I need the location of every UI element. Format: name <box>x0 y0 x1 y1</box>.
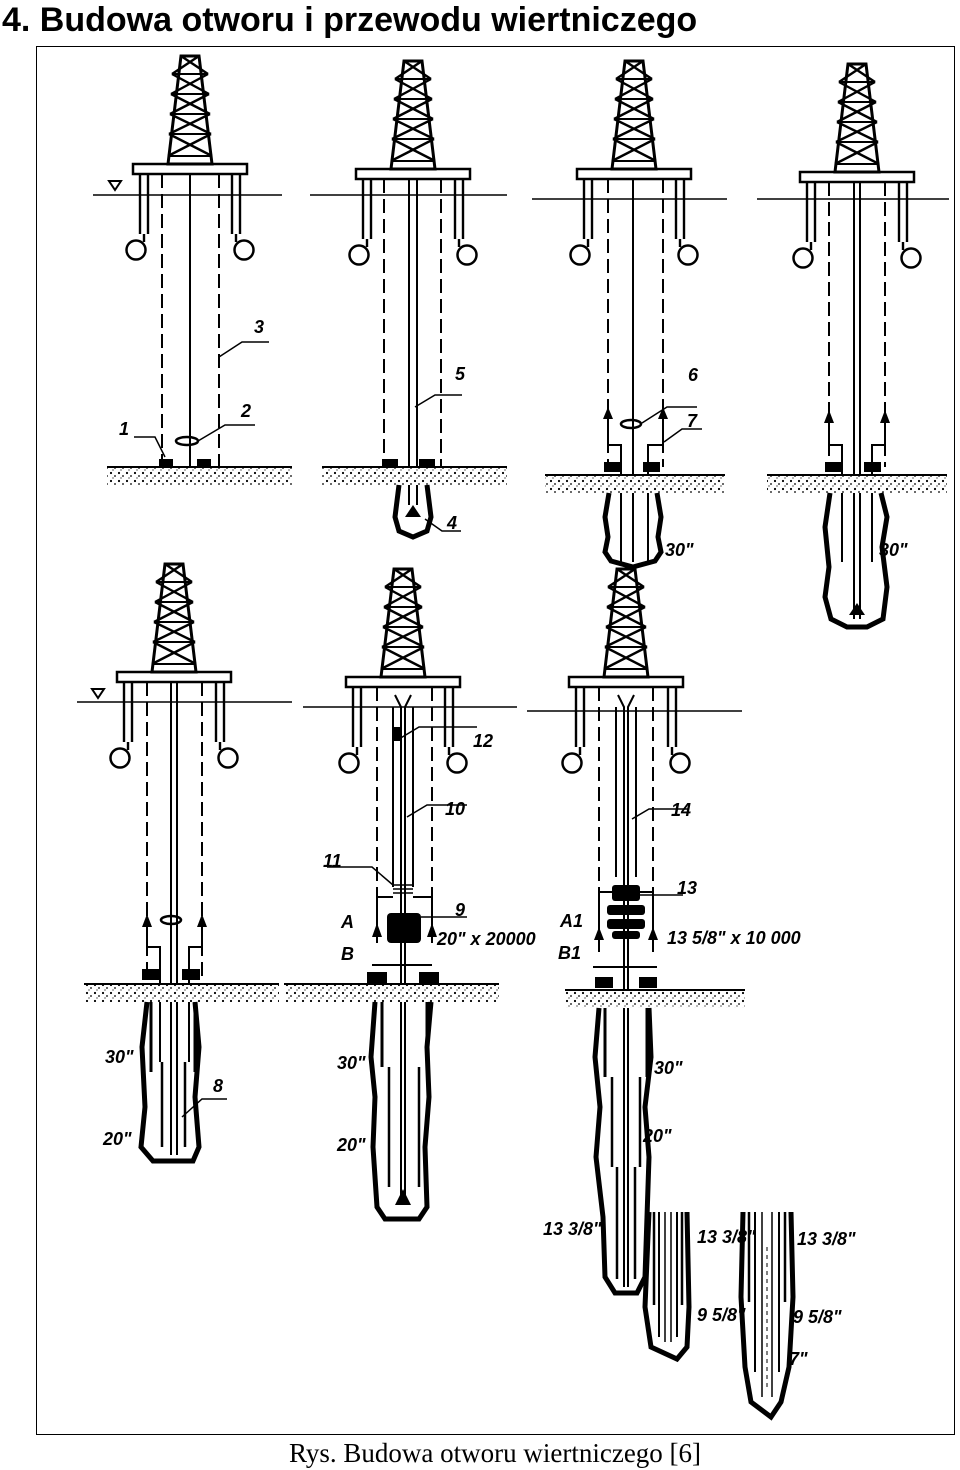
drilling-stages-diagram: 1 2 3 4 5 6 7 8 9 10 11 12 13 14 A B A1 … <box>77 54 949 1421</box>
label-11: 11 <box>323 851 342 871</box>
stage-6 <box>284 567 517 1222</box>
stage-1 <box>93 54 292 485</box>
label-casing-20-stage5: 20" <box>102 1129 132 1149</box>
stage-7 <box>527 567 745 1296</box>
label-8: 8 <box>213 1076 223 1096</box>
label-10: 10 <box>445 799 465 819</box>
label-a: A <box>340 912 354 932</box>
label-casing-20-stage6: 20" <box>336 1135 366 1155</box>
label-bop-13: 13 5/8" x 10 000 <box>667 928 801 948</box>
label-casing-30-stage6: 30" <box>337 1053 366 1073</box>
stage-2 <box>310 59 507 540</box>
label-casing-30-stage7: 30" <box>654 1058 683 1078</box>
page-title: 4. Budowa otworu i przewodu wiertniczego <box>2 1 698 39</box>
label-casing-30-stage4: 30" <box>879 540 908 560</box>
label-4: 4 <box>446 513 457 533</box>
label-casing-9-stage9: 9 5/8" <box>793 1307 842 1327</box>
label-12: 12 <box>473 731 493 751</box>
label-casing-9-stage8: 9 5/8" <box>697 1305 746 1325</box>
label-1: 1 <box>119 419 129 439</box>
label-bop-20: 20" x 20000 <box>436 929 536 949</box>
label-6: 6 <box>688 365 699 385</box>
stage-9 <box>738 1211 796 1421</box>
stage-3 <box>532 59 727 570</box>
label-casing-13-stage7: 13 3/8" <box>543 1219 602 1239</box>
label-casing-20-stage7: 20" <box>642 1126 672 1146</box>
stage-8 <box>642 1211 692 1363</box>
label-casing-30-stage3: 30" <box>665 540 694 560</box>
label-2: 2 <box>240 401 251 421</box>
label-13: 13 <box>677 878 697 898</box>
diagram-frame: 1 2 3 4 5 6 7 8 9 10 11 12 13 14 A B A1 … <box>36 46 955 1435</box>
label-casing-30-stage5: 30" <box>105 1047 134 1067</box>
label-casing-13-stage9: 13 3/8" <box>797 1229 856 1249</box>
label-b1: B1 <box>558 943 581 963</box>
label-3: 3 <box>254 317 264 337</box>
label-14: 14 <box>671 800 691 820</box>
label-a1: A1 <box>559 911 583 931</box>
label-5: 5 <box>455 364 466 384</box>
label-casing-13-stage8: 13 3/8" <box>697 1227 756 1247</box>
figure-caption: Rys. Budowa otworu wiertniczego [6] <box>288 1438 702 1468</box>
label-7: 7 <box>687 411 698 431</box>
label-casing-7-stage9: 7" <box>789 1349 808 1369</box>
stage-5 <box>77 562 292 1164</box>
label-9: 9 <box>455 900 465 920</box>
label-b: B <box>341 944 354 964</box>
stage-4 <box>757 62 949 630</box>
